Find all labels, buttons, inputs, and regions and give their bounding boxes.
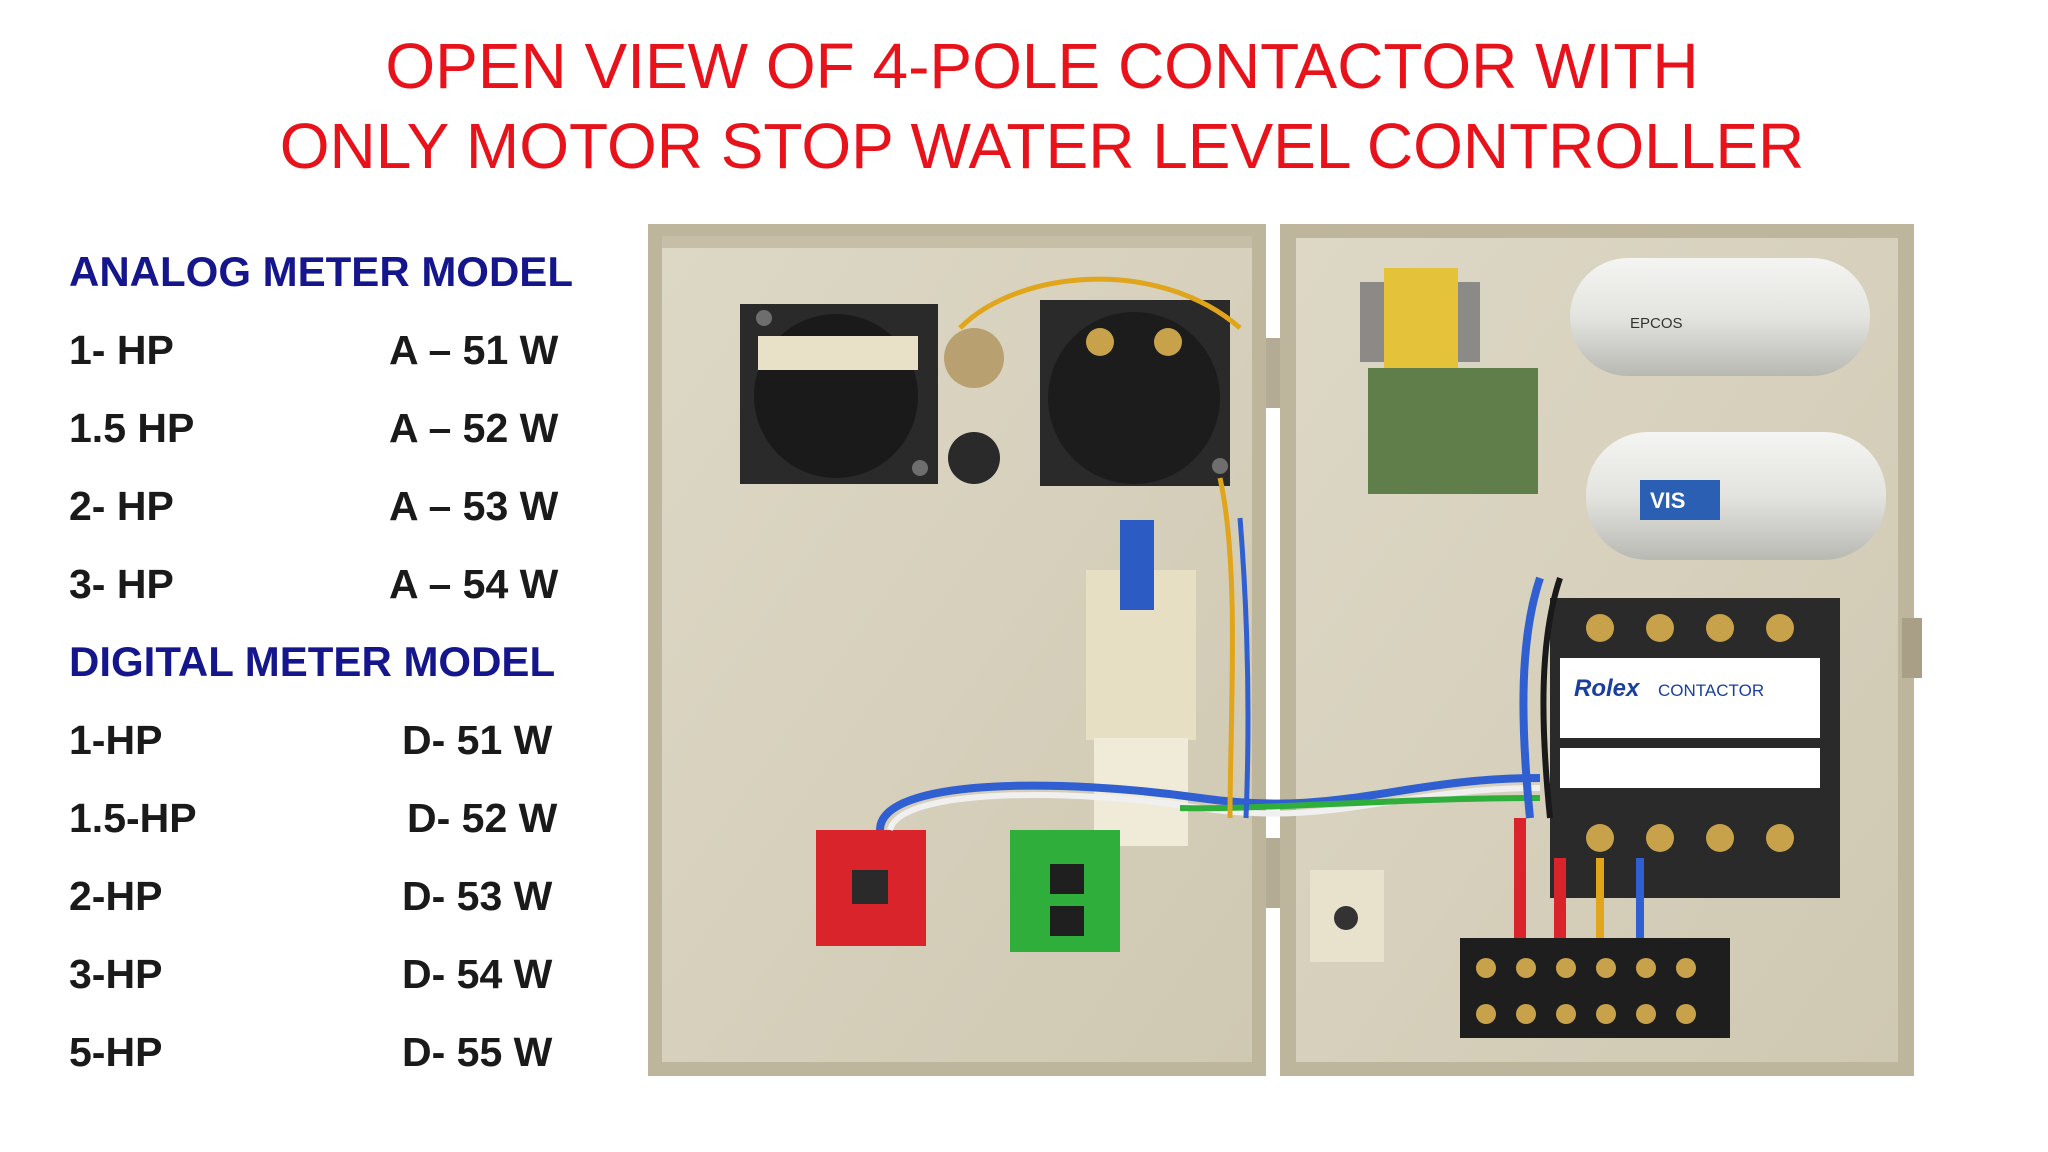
capacitor-brand-label: EPCOS [1630,315,1683,332]
hp-label: 1- HP [69,327,174,373]
model-code: A – 54 W [389,561,559,607]
hp-label: 2- HP [69,483,174,529]
stop-button [816,830,926,946]
model-code: D- 52 W [407,795,558,841]
fuse-holder [948,432,1000,484]
terminal-block [1460,938,1730,1038]
contactor: Rolex CONTACTOR [1550,598,1840,898]
title-line-2: ONLY MOTOR STOP WATER LEVEL CONTROLLER [279,110,1805,182]
model-code: D- 51 W [402,717,553,763]
list-item: 1-HP D- 51 W [69,712,589,768]
list-item: 2- HP A – 53 W [69,478,589,534]
hp-label: 3-HP [69,951,163,997]
hp-label: 5-HP [69,1029,163,1075]
model-code: A – 52 W [389,405,559,451]
start-button [1010,830,1120,952]
hp-label: 1-HP [69,717,163,763]
title-line-1: OPEN VIEW OF 4-POLE CONTACTOR WITH [385,30,1699,102]
hp-label: 1.5-HP [69,795,197,841]
analog-meter [740,304,938,484]
controller-panel-photo: EPCOS VIS Rolex CONTACTOR [648,224,1922,1076]
circuit-board [1368,368,1538,494]
list-item: 5-HP D- 55 W [69,1024,589,1080]
analog-heading: ANALOG METER MODEL [69,248,573,295]
model-code: D- 53 W [402,873,553,919]
run-capacitor: VIS [1586,432,1886,560]
list-item: 3- HP A – 54 W [69,556,589,612]
capacitor2-brand-label: VIS [1650,488,1685,513]
hp-label: 2-HP [69,873,163,919]
hp-label: 3- HP [69,561,174,607]
analog-meter [1040,300,1230,486]
model-code: D- 55 W [402,1029,553,1075]
list-item: 1.5-HP D- 52 W [69,790,589,846]
list-item: 1.5 HP A – 52 W [69,400,589,456]
list-item: 3-HP D- 54 W [69,946,589,1002]
hp-label: 1.5 HP [69,405,195,451]
model-code: A – 53 W [389,483,559,529]
transformer [1360,268,1480,368]
selector-switch [1310,870,1384,962]
contactor-type-label: CONTACTOR [1658,681,1764,700]
contactor-brand-label: Rolex [1574,675,1641,702]
list-item: 1- HP A – 51 W [69,322,589,378]
start-capacitor: EPCOS [1570,258,1870,376]
fuse-holder [944,328,1004,388]
model-code: A – 51 W [389,327,559,373]
list-item: 2-HP D- 53 W [69,868,589,924]
model-code: D- 54 W [402,951,553,997]
digital-heading: DIGITAL METER MODEL [69,638,556,685]
